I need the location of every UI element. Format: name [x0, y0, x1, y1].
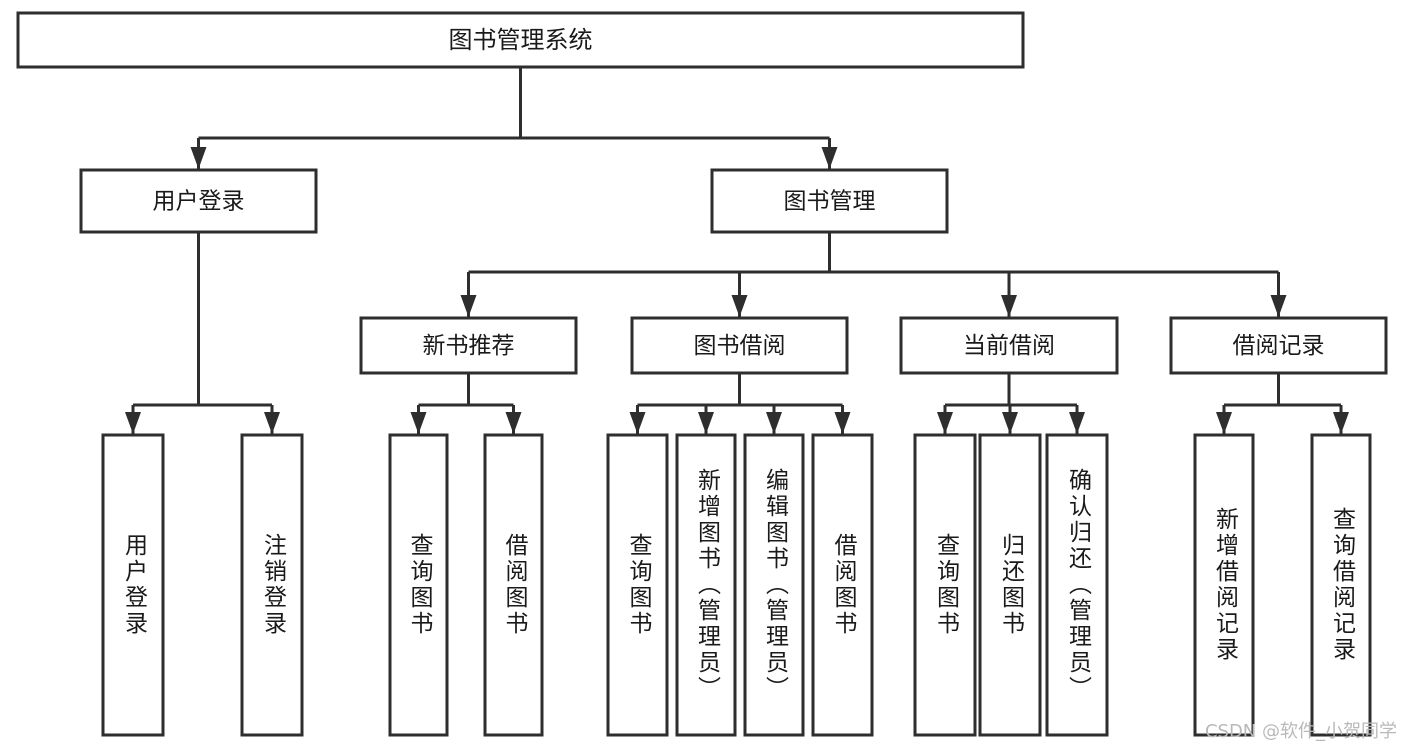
arrow-head-icon [264, 412, 280, 434]
node-label: 借阅记录 [1233, 333, 1325, 359]
arrow-head-icon [1002, 412, 1018, 434]
arrow-head-icon [937, 412, 953, 434]
node-root-book-management-system[interactable]: 图书管理系统 [16, 11, 1025, 69]
node-label: 当前借阅 [963, 333, 1055, 359]
node-new-book-recommend[interactable]: 新书推荐 [359, 316, 578, 375]
node-label: 新书推荐 [423, 333, 515, 359]
node-leaf-borrow-book-1[interactable] [483, 433, 544, 737]
node-leaf-edit-book[interactable] [743, 433, 805, 737]
node-leaf-query-book-1[interactable] [388, 433, 449, 737]
node-label: 图书借阅 [694, 333, 786, 359]
arrow-head-icon [821, 147, 838, 169]
node-label: 用户登录 [153, 189, 245, 215]
arrow-head-icon [1001, 295, 1017, 317]
arrow-head-icon [190, 147, 207, 169]
arrow-head-icon [698, 412, 714, 434]
node-leaf-query-book-3[interactable] [913, 433, 977, 737]
arrow-head-icon [125, 412, 141, 434]
arrow-head-icon [1069, 412, 1085, 434]
node-current-borrow[interactable]: 当前借阅 [899, 316, 1119, 375]
node-label: 图书管理 [784, 189, 876, 215]
node-leaf-query-record[interactable] [1310, 433, 1372, 737]
node-leaf-confirm-return[interactable] [1045, 433, 1109, 737]
node-book-management[interactable]: 图书管理 [710, 168, 949, 234]
arrow-head-icon [629, 412, 646, 434]
node-leaf-user-login[interactable] [101, 433, 165, 737]
arrow-head-icon [766, 412, 782, 434]
arrow-head-icon [505, 412, 522, 434]
arrow-head-icon [1333, 412, 1349, 434]
node-leaf-logout[interactable] [240, 433, 304, 737]
connectors-layer [125, 67, 1349, 434]
node-label: 图书管理系统 [449, 26, 593, 54]
node-leaf-query-book-2[interactable] [606, 433, 669, 737]
watermark-text: CSDN @软件_小贺同学 [1204, 721, 1397, 742]
arrow-head-icon [731, 295, 748, 317]
arrow-head-icon [1216, 412, 1232, 434]
arrow-head-icon [410, 412, 427, 434]
node-leaf-add-record[interactable] [1193, 433, 1255, 737]
node-book-borrow[interactable]: 图书借阅 [630, 316, 849, 375]
arrow-head-icon [1270, 295, 1287, 317]
node-user-login[interactable]: 用户登录 [79, 168, 318, 234]
arrow-head-icon [460, 295, 477, 317]
node-borrow-record[interactable]: 借阅记录 [1169, 316, 1388, 375]
node-leaf-return-book[interactable] [978, 433, 1042, 737]
arrow-head-icon [834, 412, 851, 434]
node-leaf-borrow-book-2[interactable] [811, 433, 874, 737]
node-leaf-add-book[interactable] [675, 433, 737, 737]
